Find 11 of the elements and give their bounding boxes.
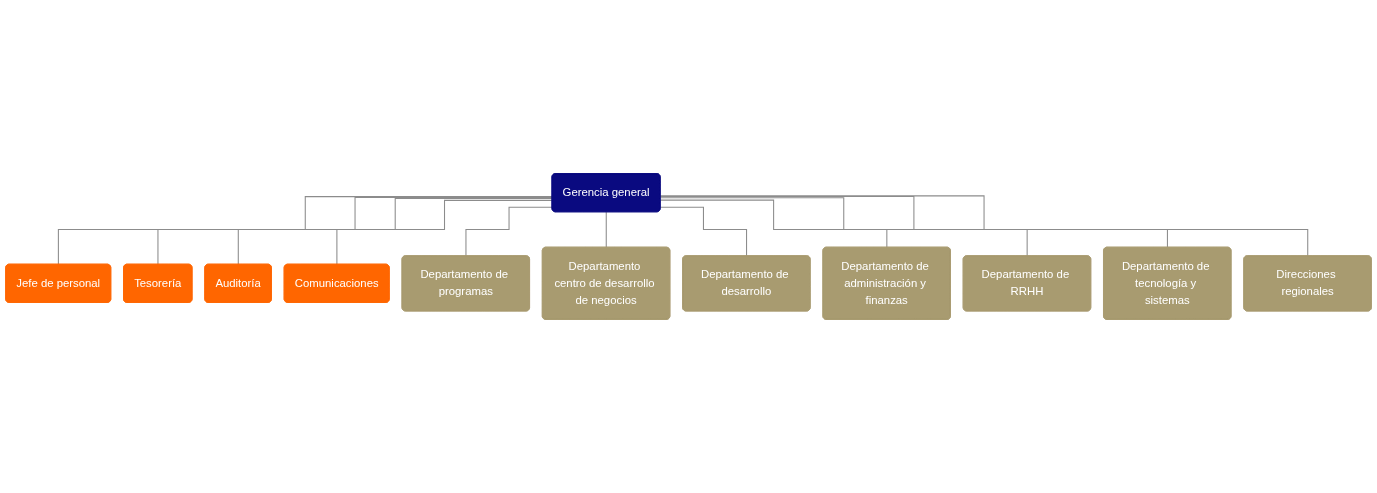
connector bbox=[237, 197, 553, 266]
connector bbox=[57, 196, 553, 266]
connector bbox=[465, 206, 553, 257]
connector bbox=[660, 197, 1028, 257]
connector bbox=[660, 195, 1309, 257]
connector bbox=[336, 199, 553, 266]
connector bbox=[605, 211, 607, 249]
connector bbox=[660, 206, 748, 257]
connector bbox=[660, 199, 888, 249]
connector bbox=[157, 196, 553, 266]
connector bbox=[660, 196, 1169, 249]
